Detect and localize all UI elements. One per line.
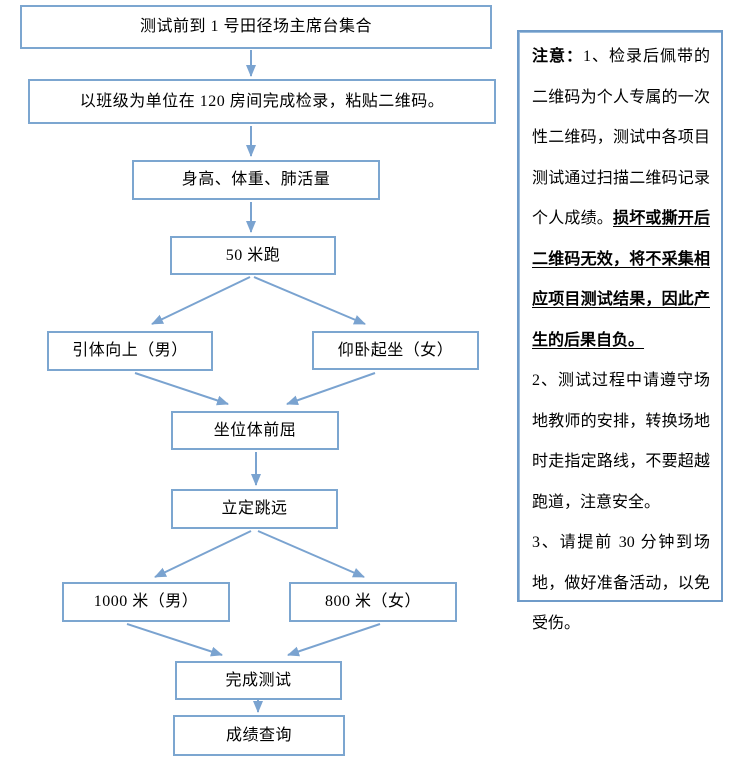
flow-node-pullups-male: 引体向上（男） xyxy=(47,331,213,371)
arrow-jump-to-1000m xyxy=(154,530,252,578)
flow-node-1000m-male: 1000 米（男） xyxy=(62,582,230,622)
arrow-50m-to-pullups xyxy=(151,276,251,325)
notice-item-3: 3、请提前 30 分钟到场地，做好准备活动，以免受伤。 xyxy=(532,534,710,632)
notice-item-2: 2、测试过程中请遵守场地教师的安排，转换场地时走指定路线，不要超越跑道，注意安全… xyxy=(532,372,710,511)
flow-node-standing-long-jump: 立定跳远 xyxy=(171,489,338,529)
arrow-jump-to-800m xyxy=(257,530,365,578)
flow-node-height-weight-lung: 身高、体重、肺活量 xyxy=(132,160,380,200)
notice-item-1: 注意：1、检录后佩带的二维码为个人专属的一次性二维码，测试中各项目测试通过扫描二… xyxy=(532,37,710,361)
flow-node-50m-run: 50 米跑 xyxy=(170,236,336,275)
notice-title: 注意： xyxy=(532,48,583,65)
notice-item-1-warning: 损坏或撕开后二维码无效，将不采集相应项目测试结果，因此产生的后果自负。 xyxy=(532,210,710,349)
flow-node-800m-female: 800 米（女） xyxy=(289,582,457,622)
arrow-situps-to-reach xyxy=(286,372,376,406)
arrow-800m-to-complete xyxy=(287,623,381,657)
flow-node-checkin: 以班级为单位在 120 房间完成检录，粘贴二维码。 xyxy=(28,79,496,124)
flow-node-sit-and-reach: 坐位体前屈 xyxy=(171,411,339,450)
flow-node-assemble: 测试前到 1 号田径场主席台集合 xyxy=(20,5,492,49)
arrow-50m-to-situps xyxy=(253,276,366,325)
arrow-pullups-to-reach xyxy=(134,372,229,406)
arrow-1000m-to-complete xyxy=(126,623,223,657)
flow-node-test-complete: 完成测试 xyxy=(175,661,342,700)
notice-item-1-lead: 1、检录后佩带的二维码为个人专属的一次性二维码，测试中各项目测试通过扫描二维码记… xyxy=(532,48,710,227)
flow-node-score-query: 成绩查询 xyxy=(173,715,345,756)
notice-panel: 注意：1、检录后佩带的二维码为个人专属的一次性二维码，测试中各项目测试通过扫描二… xyxy=(517,30,723,632)
flow-node-situps-female: 仰卧起坐（女） xyxy=(312,331,479,370)
